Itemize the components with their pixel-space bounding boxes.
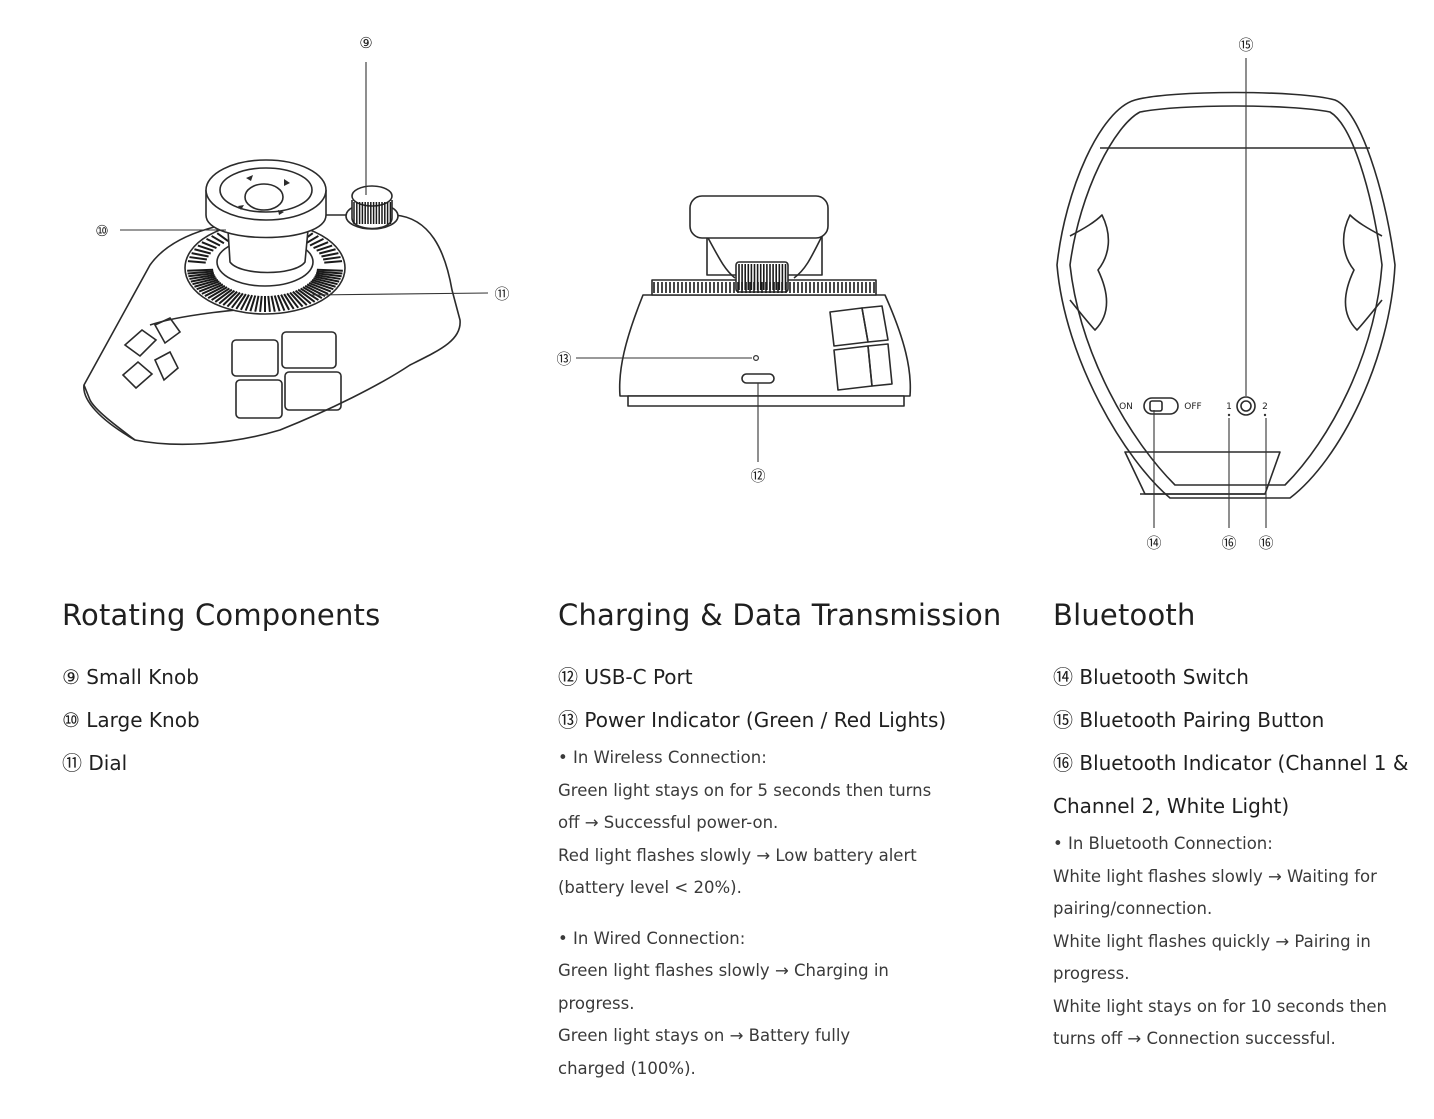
channel-1-label: 1 — [1226, 402, 1232, 412]
svg-text:⑬: ⑬ — [556, 350, 571, 368]
callout-15: ⑮ — [1238, 36, 1253, 54]
item-power-indicator: ⑬ Power Indicator (Green / Red Lights) — [558, 699, 1008, 742]
section-title: Charging & Data Transmission — [558, 598, 1008, 632]
note-line: progress. — [1053, 958, 1423, 991]
controller-bottom-drawing: ON OFF 1 2 ⑮ ⑭ ⑯ ⑯ — [1040, 0, 1434, 570]
note-line: off → Successful power-on. — [558, 807, 1008, 840]
item-bluetooth-indicator-cont: Channel 2, White Light) — [1053, 785, 1423, 828]
switch-on-label: ON — [1119, 402, 1133, 412]
switch-off-label: OFF — [1184, 402, 1201, 412]
section-charging-data: Charging & Data Transmission ⑫ USB-C Por… — [558, 598, 1008, 1085]
svg-text:⑯: ⑯ — [1258, 534, 1273, 552]
callout-13: ⑬ — [556, 350, 571, 368]
note-line: • In Wireless Connection: — [558, 742, 1008, 775]
note-line: Red light flashes slowly → Low battery a… — [558, 840, 1008, 873]
callout-16-channel-1: ⑯ — [1221, 534, 1236, 552]
section-bluetooth: Bluetooth ⑭ Bluetooth Switch ⑮ Bluetooth… — [1053, 598, 1423, 1056]
svg-text:⑮: ⑮ — [1238, 36, 1253, 54]
section-title: Bluetooth — [1053, 598, 1423, 632]
note-line: progress. — [558, 988, 1008, 1021]
note-line: Green light flashes slowly → Charging in — [558, 955, 1008, 988]
note-line: White light flashes slowly → Waiting for — [1053, 861, 1423, 894]
item-dial: ⑪ Dial — [62, 742, 502, 785]
note-line: pairing/connection. — [1053, 893, 1423, 926]
section-title: Rotating Components — [62, 598, 502, 632]
channel-2-label: 2 — [1262, 402, 1268, 412]
wired-connection-notes: • In Wired Connection: Green light flash… — [558, 923, 1008, 1086]
note-line: White light stays on for 10 seconds then — [1053, 991, 1423, 1024]
callout-11: ⑪ — [494, 285, 509, 303]
figure-charging-port: ⑬ ⑫ — [520, 0, 980, 500]
note-line: charged (100%). — [558, 1053, 1008, 1086]
wireless-connection-notes: • In Wireless Connection: Green light st… — [558, 742, 1008, 905]
note-line: • In Bluetooth Connection: — [1053, 828, 1423, 861]
item-large-knob: ⑩ Large Knob — [62, 699, 502, 742]
note-line: Green light stays on → Battery fully — [558, 1020, 1008, 1053]
callout-14: ⑭ — [1146, 534, 1161, 552]
item-usb-c-port: ⑫ USB-C Port — [558, 656, 1008, 699]
svg-text:⑯: ⑯ — [1221, 534, 1236, 552]
item-bluetooth-switch: ⑭ Bluetooth Switch — [1053, 656, 1423, 699]
note-line: White light flashes quickly → Pairing in — [1053, 926, 1423, 959]
figure-bluetooth: ON OFF 1 2 ⑮ ⑭ ⑯ ⑯ — [1040, 0, 1434, 570]
section-rotating-components: Rotating Components ⑨ Small Knob ⑩ Large… — [62, 598, 502, 785]
figure-rotating-components: ⑨ ⑩ ⑪ — [0, 0, 520, 470]
callout-9: ⑨ — [359, 34, 372, 52]
callout-10: ⑩ — [95, 222, 108, 240]
note-line: Green light stays on for 5 seconds then … — [558, 775, 1008, 808]
callout-16-channel-2: ⑯ — [1258, 534, 1273, 552]
item-bluetooth-indicator: ⑯ Bluetooth Indicator (Channel 1 & — [1053, 742, 1423, 785]
svg-text:⑭: ⑭ — [1146, 534, 1161, 552]
item-bluetooth-pairing-button: ⑮ Bluetooth Pairing Button — [1053, 699, 1423, 742]
svg-text:⑫: ⑫ — [750, 467, 765, 485]
bluetooth-connection-notes: • In Bluetooth Connection: White light f… — [1053, 828, 1423, 1056]
controller-side-drawing: ⑬ ⑫ — [520, 0, 980, 500]
note-line: (battery level < 20%). — [558, 872, 1008, 905]
controller-perspective-drawing: ⑨ ⑩ ⑪ — [0, 0, 520, 470]
svg-text:⑪: ⑪ — [494, 285, 509, 303]
svg-text:⑩: ⑩ — [95, 222, 108, 240]
item-small-knob: ⑨ Small Knob — [62, 656, 502, 699]
note-line: • In Wired Connection: — [558, 923, 1008, 956]
svg-text:⑨: ⑨ — [359, 34, 372, 52]
note-line: turns off → Connection successful. — [1053, 1023, 1423, 1056]
callout-12: ⑫ — [750, 467, 765, 485]
